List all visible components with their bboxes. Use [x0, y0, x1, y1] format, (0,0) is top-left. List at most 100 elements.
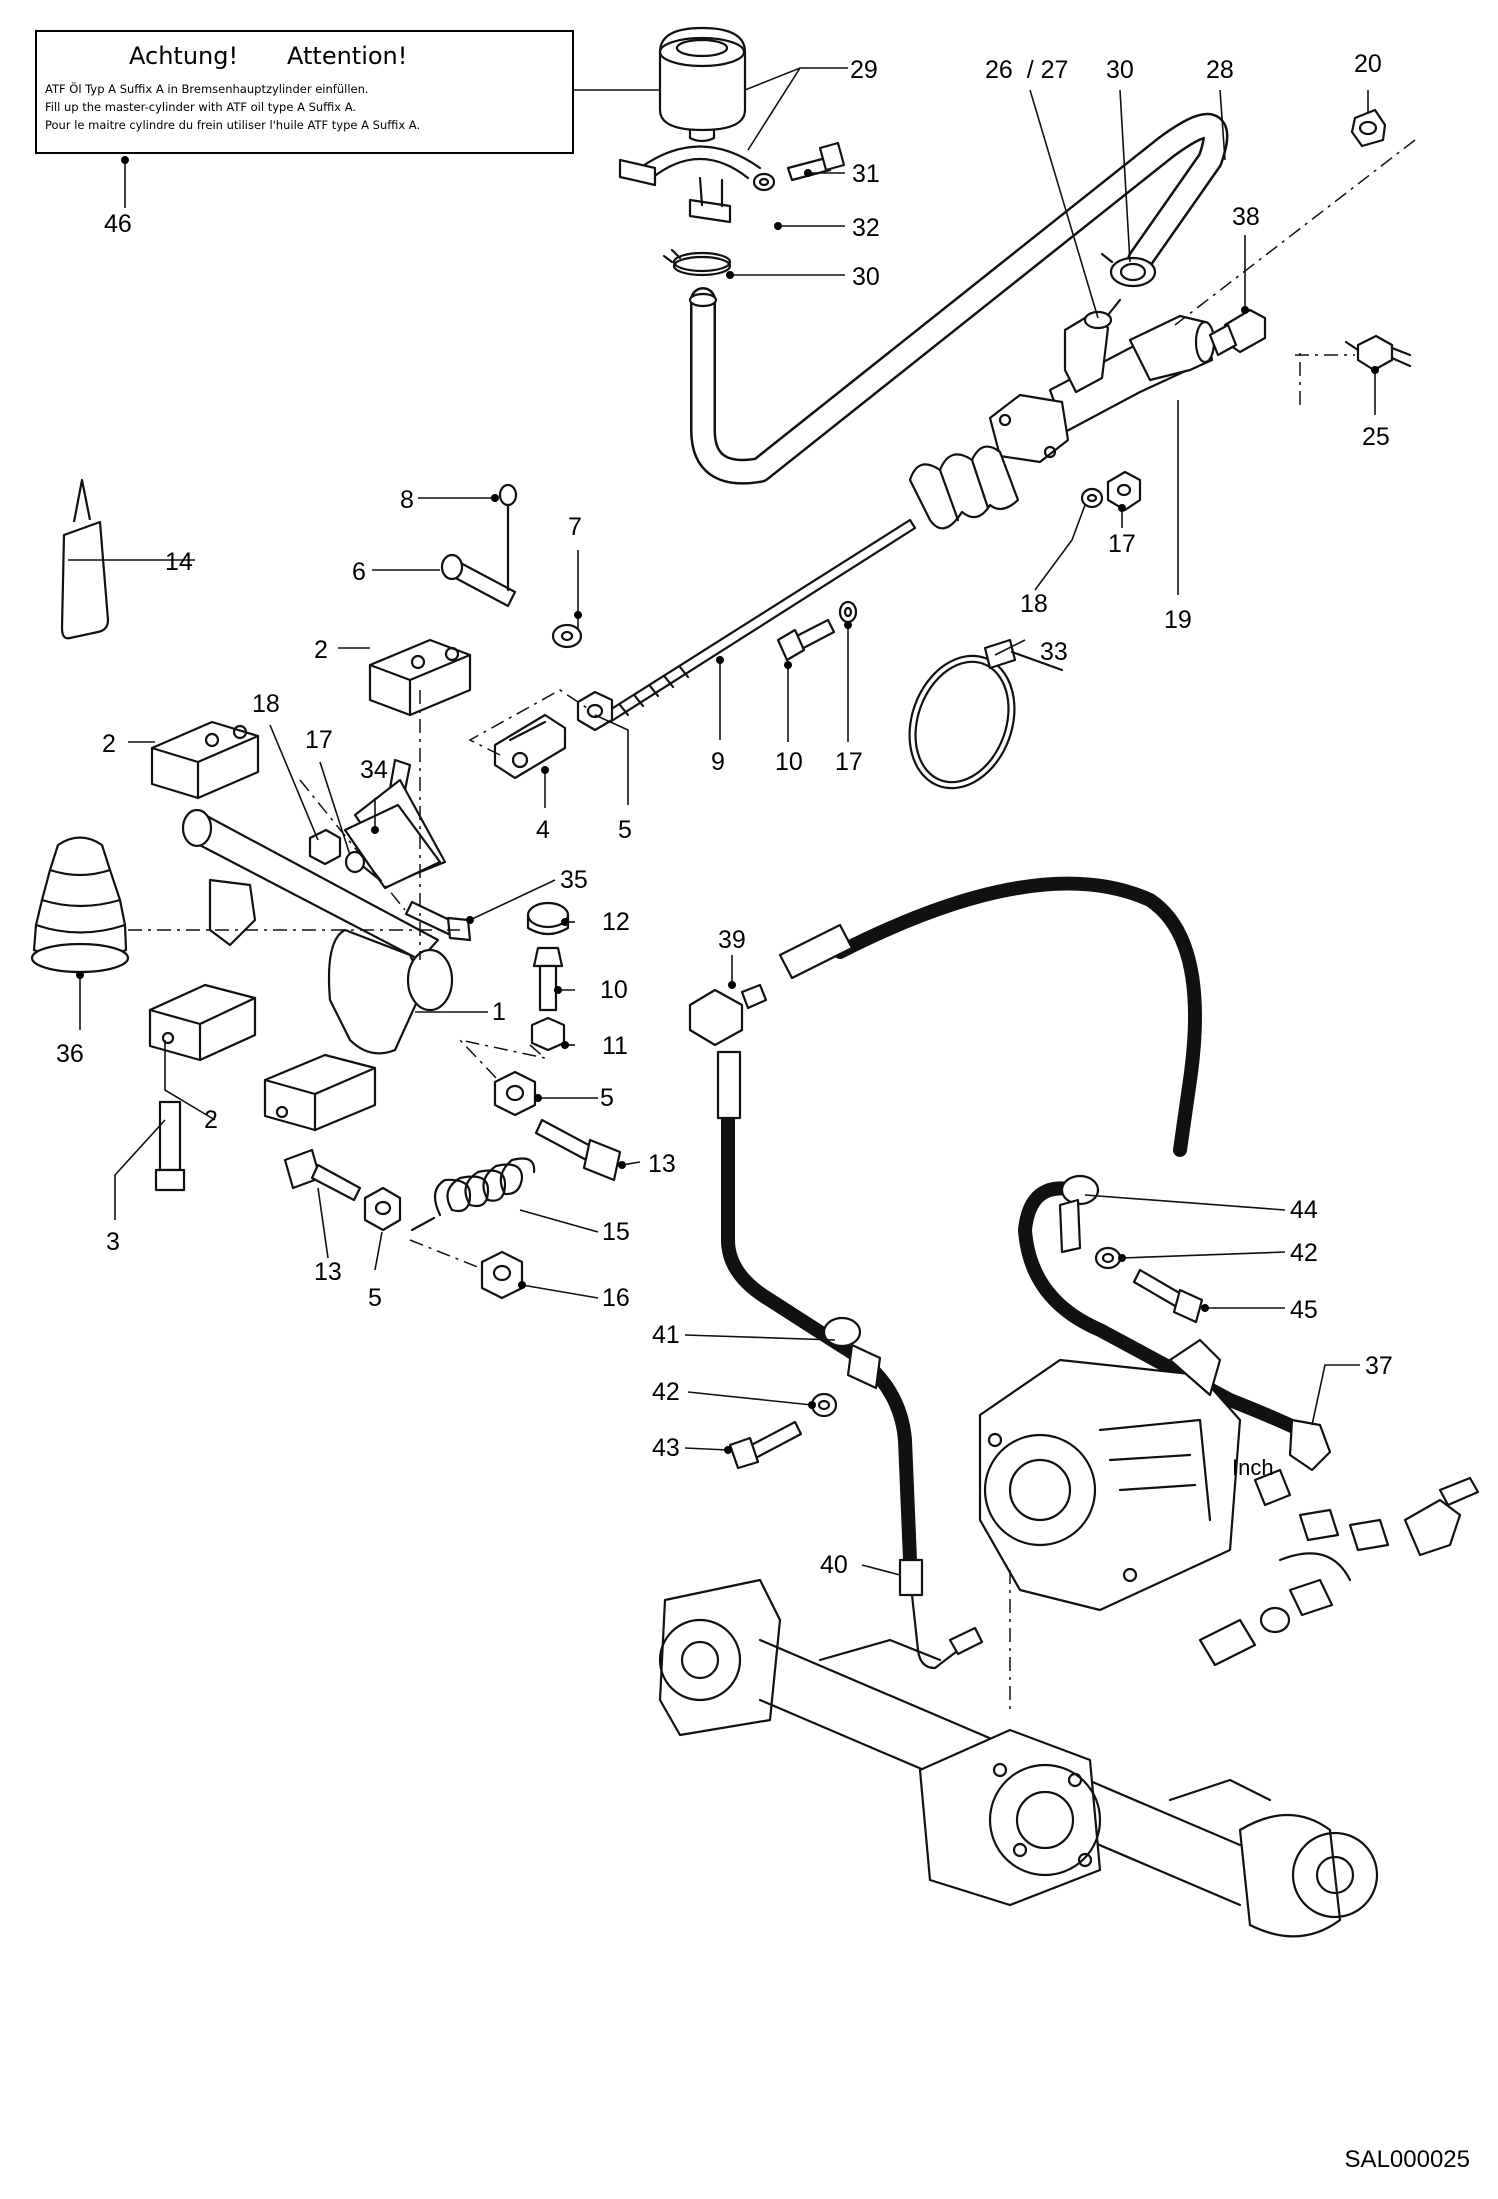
- spring-15: [410, 1157, 536, 1232]
- callout-15: 15: [602, 1218, 630, 1246]
- bearing-block-2d: [263, 1053, 377, 1132]
- cable-tie-33: [908, 638, 1064, 790]
- plug-20: [1350, 108, 1387, 148]
- pedal-pad-34: [343, 803, 442, 890]
- callout-20: 20: [1354, 50, 1382, 78]
- nut-18-pedal: [308, 828, 342, 866]
- callout-8: 8: [400, 486, 414, 514]
- callout-39: 39: [718, 926, 746, 954]
- brake-pedal: [181, 758, 454, 1055]
- axle-brake-line: [910, 1593, 984, 1670]
- callout-13: 13: [314, 1258, 342, 1286]
- callout-26-27: 26 / 27: [985, 56, 1068, 84]
- callout-43: 43: [652, 1434, 680, 1462]
- callout-1: 1: [492, 998, 506, 1026]
- washer-42-right: [1094, 1246, 1122, 1270]
- callout-31: 31: [852, 160, 880, 188]
- callout-33: 33: [1040, 638, 1068, 666]
- plug-12: [526, 901, 570, 936]
- nut-11: [530, 1016, 566, 1052]
- callout-2: 2: [314, 636, 328, 664]
- assembly-lines: [128, 139, 1416, 1710]
- washer-7: [551, 623, 583, 649]
- bolt-13-right: [534, 1118, 622, 1182]
- drawing-code: SAL000025: [1344, 2146, 1470, 2173]
- callout-46: 46: [104, 210, 132, 238]
- bolt-3: [154, 1100, 186, 1192]
- reservoir-bracket: [618, 145, 762, 224]
- callout-40: 40: [820, 1551, 848, 1579]
- drive-axle: [658, 1578, 1379, 1938]
- bearing-block-2b: [150, 720, 260, 800]
- boot-36: [30, 836, 130, 974]
- nut-5-lower: [363, 1186, 402, 1232]
- master-cylinder: [988, 298, 1216, 464]
- bearing-block-2a: [368, 638, 472, 717]
- callout-5: 5: [368, 1284, 382, 1312]
- warning-title-de: Achtung!: [129, 42, 239, 70]
- leader-lines: [68, 67, 1376, 1576]
- callout-32: 32: [852, 214, 880, 242]
- pressure-switch-25: [1344, 334, 1412, 372]
- washer-17-top: [1080, 487, 1104, 509]
- warning-line-fr: Pour le maitre cylindre du frein utilise…: [45, 118, 421, 132]
- warning-line-en: Fill up the master-cylinder with ATF oil…: [45, 100, 357, 114]
- nut-5-pedal: [493, 1070, 537, 1117]
- callout-36: 36: [56, 1040, 84, 1068]
- bolt-10-pedal: [532, 946, 564, 1012]
- callout-5: 5: [618, 816, 632, 844]
- bolt-45: [1132, 1268, 1204, 1324]
- clamp-44: [1058, 1174, 1100, 1254]
- bolt-31: [786, 141, 846, 182]
- callout-18: 17: [1108, 530, 1136, 558]
- fitting-39: [688, 983, 768, 1047]
- leader-dots: [76, 156, 1379, 1454]
- callout-17: 17: [305, 726, 333, 754]
- callout-2: 2: [102, 730, 116, 758]
- callout-30: 30: [852, 263, 880, 291]
- callout-5: 5: [600, 1084, 614, 1112]
- callout-3: 3: [106, 1228, 120, 1256]
- callout-13: 13: [648, 1150, 676, 1178]
- nut-18-top: [1106, 470, 1142, 512]
- callout-2: 2: [204, 1106, 218, 1134]
- callout-4: 4: [536, 816, 550, 844]
- callout-19: 19: [1164, 606, 1192, 634]
- callout-42: 42: [652, 1378, 680, 1406]
- clamp-41: [822, 1316, 882, 1390]
- callout-16: 16: [602, 1284, 630, 1312]
- nut-5-rod: [576, 690, 614, 732]
- callout-44: 44: [1290, 1196, 1318, 1224]
- callout-14: 14: [165, 548, 193, 576]
- callout-41: 41: [652, 1321, 680, 1349]
- pin-6: [440, 553, 517, 608]
- callout-30: 30: [1106, 56, 1134, 84]
- warning-label-46: Achtung! Attention! ATF Öl Typ A Suffix …: [35, 30, 574, 154]
- callout-42: 42: [1290, 1239, 1318, 1267]
- adapter-38: [1208, 308, 1267, 357]
- callout-34: 34: [360, 756, 388, 784]
- callout-9: 9: [711, 748, 725, 776]
- rubber-boot: [908, 445, 1020, 530]
- washer-17-pedal: [344, 850, 366, 874]
- oil-reservoir: [658, 26, 747, 143]
- bolt-35: [404, 900, 472, 942]
- callout-7: 7: [568, 513, 582, 541]
- callout-17: 18: [1020, 590, 1048, 618]
- callout-37: 37: [1365, 1352, 1393, 1380]
- callout-11: 11: [602, 1032, 628, 1060]
- inch-label: Inch: [1232, 1455, 1274, 1480]
- callout-18: 18: [252, 690, 280, 718]
- callout-35: 35: [560, 866, 588, 894]
- callout-17: 17: [835, 748, 863, 776]
- pump-fittings: [1198, 1468, 1480, 1667]
- callout-6: 6: [352, 558, 366, 586]
- hose-left: [716, 1050, 924, 1597]
- return-tube: [688, 112, 1229, 485]
- bearing-block-2c: [148, 983, 257, 1062]
- callout-12: 12: [602, 908, 630, 936]
- callout-29: 29: [850, 56, 878, 84]
- warning-line-de: ATF Öl Typ A Suffix A in Bremsenhauptzyl…: [45, 82, 369, 96]
